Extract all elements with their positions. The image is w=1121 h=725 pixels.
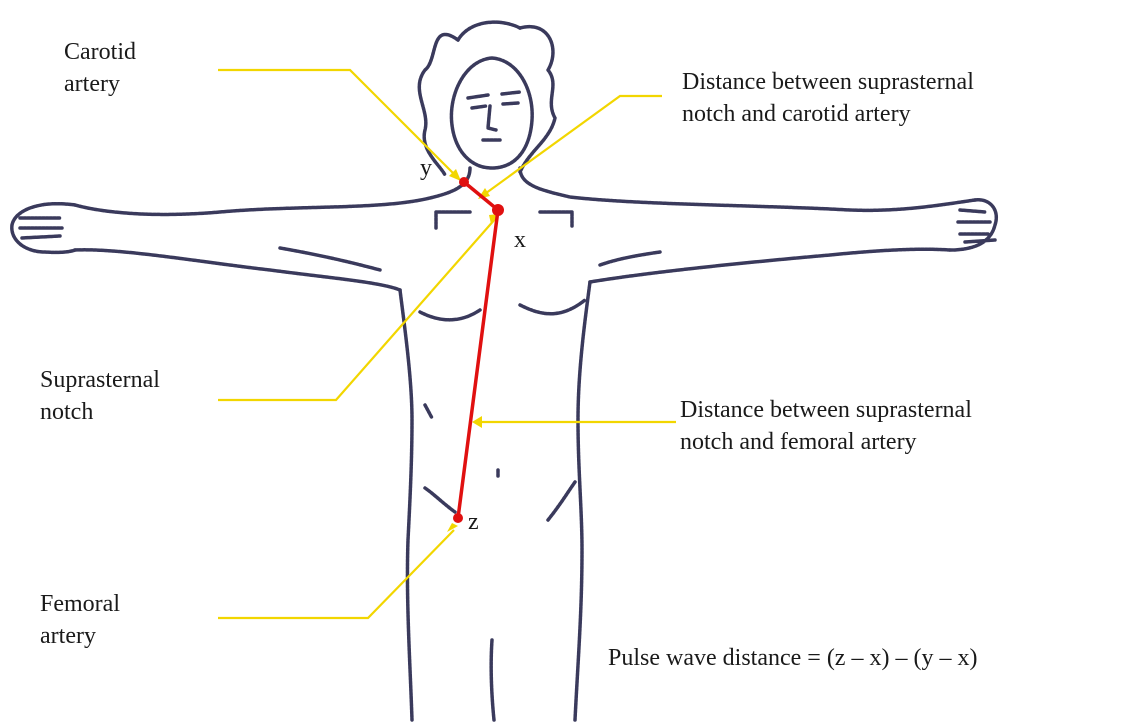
eyebrows bbox=[468, 92, 520, 98]
eyes bbox=[472, 103, 518, 108]
hair-top bbox=[458, 22, 520, 40]
label-carotid-artery: Carotid artery bbox=[64, 36, 136, 100]
left-torso bbox=[400, 290, 412, 720]
point-x-marker bbox=[492, 204, 504, 216]
pulse-wave-formula: Pulse wave distance = (z – x) – (y – x) bbox=[608, 642, 977, 674]
collarbone-left bbox=[436, 212, 470, 228]
label-dist-femoral-line2: notch and femoral artery bbox=[680, 426, 972, 458]
point-y-marker bbox=[459, 177, 469, 187]
label-dist-femoral-line1: Distance between suprasternal bbox=[680, 394, 972, 426]
label-dist-carotid-line2: notch and carotid artery bbox=[682, 98, 974, 130]
point-z-label: z bbox=[468, 510, 479, 534]
label-carotid-line2: artery bbox=[64, 68, 136, 100]
label-suprasternal-line1: Suprasternal bbox=[40, 364, 160, 396]
arrowhead-dist-femoral bbox=[472, 416, 482, 428]
left-arm-lower bbox=[75, 250, 400, 290]
leader-suprasternal bbox=[218, 218, 496, 400]
label-femoral-line1: Femoral bbox=[40, 588, 120, 620]
leader-femoral bbox=[218, 530, 454, 618]
leader-dist-carotid bbox=[482, 96, 662, 196]
line-y-to-x bbox=[464, 182, 498, 210]
nose bbox=[488, 106, 496, 130]
left-shoulder bbox=[75, 168, 470, 214]
measurement-lines bbox=[458, 182, 498, 518]
side-mark bbox=[425, 405, 432, 418]
leader-arrowheads bbox=[447, 169, 499, 532]
label-suprasternal-notch: Suprasternal notch bbox=[40, 364, 160, 428]
face-outline bbox=[451, 58, 532, 168]
label-femoral-line2: artery bbox=[40, 620, 120, 652]
label-dist-carotid-line1: Distance between suprasternal bbox=[682, 66, 974, 98]
leader-lines bbox=[218, 70, 676, 618]
right-hand bbox=[950, 200, 996, 250]
left-hand bbox=[12, 204, 75, 253]
hip-left bbox=[425, 488, 455, 512]
hair-outline bbox=[419, 27, 555, 175]
point-y-label: y bbox=[420, 156, 432, 180]
inner-leg bbox=[491, 640, 494, 720]
hip-right bbox=[548, 482, 575, 520]
label-carotid-line1: Carotid bbox=[64, 36, 136, 68]
collarbone-right bbox=[540, 212, 572, 226]
label-distance-carotid: Distance between suprasternal notch and … bbox=[682, 66, 974, 130]
label-suprasternal-line2: notch bbox=[40, 396, 160, 428]
right-torso bbox=[575, 282, 590, 720]
chest-lines bbox=[420, 300, 585, 320]
line-x-to-z bbox=[458, 210, 498, 518]
label-femoral-artery: Femoral artery bbox=[40, 588, 120, 652]
point-z-marker bbox=[453, 513, 463, 523]
label-distance-femoral: Distance between suprasternal notch and … bbox=[680, 394, 972, 458]
armpit-lines bbox=[280, 248, 660, 270]
point-x-label: x bbox=[514, 228, 526, 252]
right-shoulder bbox=[520, 168, 975, 210]
